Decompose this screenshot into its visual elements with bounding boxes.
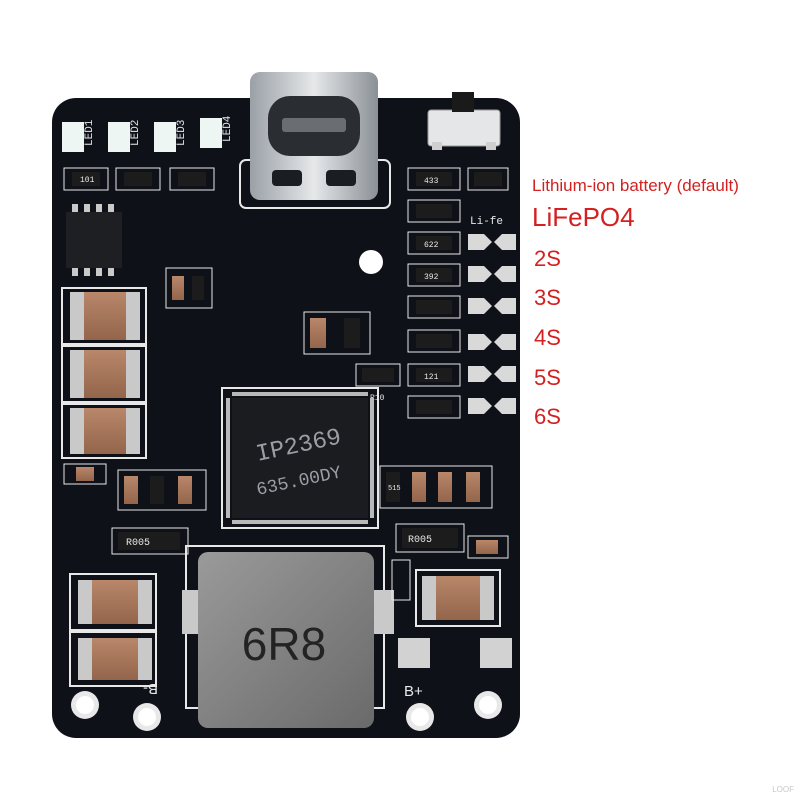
inductor: 6R8 (182, 545, 394, 728)
annotation-lifepo4: LiFePO4 (532, 202, 635, 232)
watermark: LOOF (772, 785, 794, 794)
annotation-5s: 5S (534, 365, 561, 390)
resistor-121-marking: 121 (424, 373, 439, 382)
mounting-holes (71, 250, 502, 731)
jumper-li-fe-marking: Li-fe (470, 216, 503, 228)
resistor-bank-left: R005 (111, 469, 207, 555)
led4-marking: LED4 (222, 115, 234, 142)
led3-marking: LED3 (176, 120, 188, 146)
led2-marking: LED2 (130, 120, 142, 146)
solder-jumpers (468, 234, 516, 414)
annotation-4s: 4S (534, 325, 561, 350)
led-resistors: 101 (63, 167, 215, 191)
small-ic (66, 204, 122, 276)
resistor-bank-right: 515 R005 (379, 465, 509, 559)
right-resistor-column: 433 622 392 121 Li-fe (355, 167, 509, 419)
slide-switch (427, 92, 501, 150)
resistor-622-marking: 622 (424, 241, 439, 250)
left-capacitors (61, 287, 147, 485)
annotation-2s: 2S (534, 246, 561, 271)
resistor-433-marking: 433 (424, 177, 439, 186)
led1-marking: LED1 (84, 119, 96, 146)
resistor-r005-left-marking: R005 (126, 538, 150, 549)
resistor-101-marking: 101 (80, 176, 95, 185)
main-ic: IP2369 635.00DY (221, 387, 379, 529)
annotation-lithium-ion: Lithium-ion battery (default) (532, 176, 739, 195)
resistor-392-marking: 392 (424, 273, 439, 282)
annotation-6s: 6S (534, 404, 561, 429)
bottom-capacitors (69, 559, 501, 687)
status-leds (62, 118, 222, 152)
terminal-positive-marking: B+ (404, 683, 423, 700)
annotation-3s: 3S (534, 285, 561, 310)
resistor-r005-right-marking: R005 (408, 535, 432, 546)
terminal-negative-marking: B- (143, 680, 158, 697)
usb-c-connector (239, 72, 391, 209)
battery-pads: B- B+ (143, 638, 512, 700)
inductor-value-text: 6R8 (242, 618, 326, 670)
resistor-515-marking: 515 (388, 485, 401, 493)
